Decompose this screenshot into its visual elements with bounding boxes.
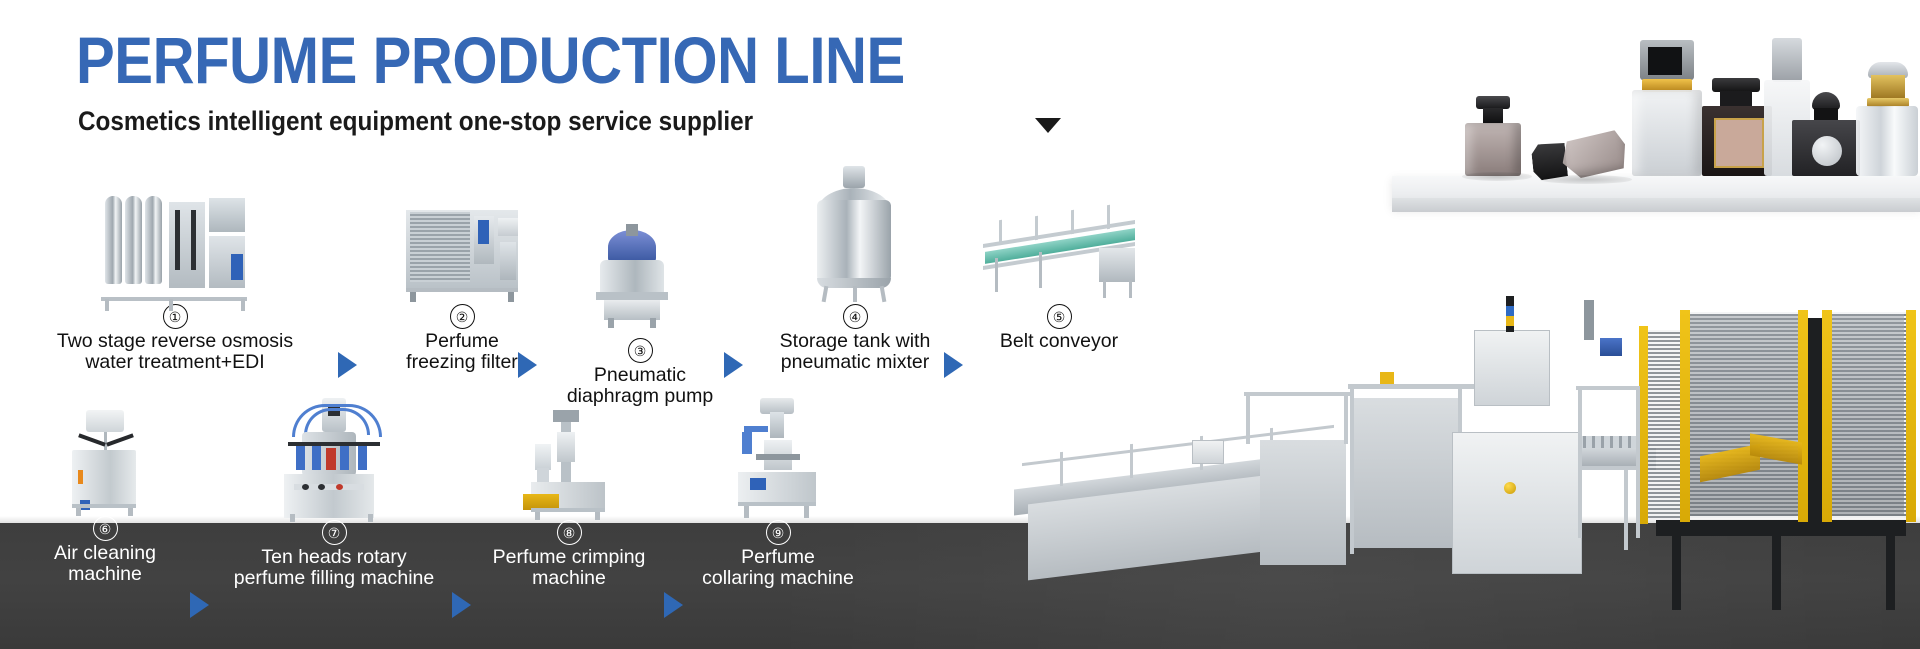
step-label: Perfume crimping machine — [492, 546, 646, 589]
cartoner-upright — [1350, 384, 1354, 554]
safety-cage-post — [1680, 310, 1690, 522]
robot-cell-leg — [1886, 534, 1895, 610]
flow-step-3: ③ Pneumatic diaphragm pump — [548, 196, 732, 407]
flow-arrow-right — [190, 592, 209, 618]
freezing-filter-unit — [392, 196, 532, 304]
step-number-badge: ① — [162, 304, 188, 329]
background-dark-band — [0, 523, 1920, 649]
bottle-shadow — [1462, 172, 1532, 181]
bottle-smoky-cube — [1462, 96, 1524, 176]
flow-step-5: ⑤ Belt conveyor — [964, 196, 1154, 352]
support-frame-upright — [1578, 388, 1582, 538]
step-number-badge: ⑥ — [92, 516, 118, 541]
step-label: Two stage reverse osmosis water treatmen… — [56, 330, 294, 373]
step-number-badge: ⑨ — [765, 520, 791, 545]
flow-step-8: ⑧ Perfume crimping machine — [474, 408, 664, 589]
safety-cage-post — [1639, 326, 1648, 524]
reverse-osmosis-unit — [75, 196, 275, 311]
stack-light-tower — [1506, 296, 1514, 332]
support-frame-upright — [1636, 388, 1640, 538]
cartoner-machine-body — [1350, 398, 1462, 548]
safety-cage-post — [1822, 310, 1832, 522]
mesh-panel-tint — [1832, 314, 1904, 516]
warning-beacon — [1380, 372, 1394, 384]
flow-step-7: ⑦ Ten heads rotary perfume filling machi… — [216, 398, 452, 589]
bottle-shadow — [1540, 175, 1632, 184]
flow-arrow-right — [944, 352, 963, 378]
flow-arrow-right — [452, 592, 471, 618]
flow-step-9: ⑨ Perfume collaring machine — [686, 398, 870, 589]
conveyor-leg — [1624, 470, 1628, 550]
storage-tank-mixer — [807, 166, 903, 304]
chevron-down-icon — [1035, 118, 1061, 133]
step-label: Air cleaning machine — [54, 542, 156, 585]
step-label: Ten heads rotary perfume filling machine — [233, 546, 435, 589]
bottle-clear-gold-collar — [1630, 40, 1702, 176]
step-label: Pneumatic diaphragm pump — [566, 364, 714, 407]
step-number-badge: ⑦ — [321, 520, 347, 545]
safety-cage-post — [1798, 310, 1808, 522]
step-number-badge: ⑧ — [556, 520, 582, 545]
page-title: PERFUME PRODUCTION LINE — [76, 23, 905, 97]
station-top-frame — [1244, 392, 1350, 396]
flow-arrow-right — [338, 352, 357, 378]
step-number-badge: ③ — [627, 338, 653, 363]
page-subtitle: Cosmetics intelligent equipment one-stop… — [78, 106, 754, 136]
step-label: Perfume collaring machine — [702, 546, 854, 589]
step-number-badge: ② — [449, 304, 475, 329]
floor-shadow — [0, 516, 1920, 526]
station-upright — [1344, 392, 1348, 444]
blue-drive-motor — [1600, 338, 1622, 356]
step-label: Perfume freezing filter — [406, 330, 518, 373]
cell-center-column — [1808, 318, 1824, 522]
flow-arrow-right — [724, 352, 743, 378]
flow-step-4: ④ Storage tank with pneumatic mixter — [752, 166, 958, 373]
electrical-control-cabinet — [1452, 432, 1582, 574]
flow-arrow-right — [518, 352, 537, 378]
overhead-pipe — [1584, 300, 1594, 340]
flow-step-6: ⑥ Air cleaning machine — [28, 408, 182, 585]
support-frame-rail — [1576, 386, 1640, 390]
sensor-box — [1192, 440, 1224, 464]
step-label: Belt conveyor — [999, 330, 1119, 352]
belt-conveyor — [979, 196, 1139, 304]
station-upright — [1246, 392, 1250, 444]
flow-step-2: ② Perfume freezing filter — [362, 196, 562, 373]
step-number-badge: ⑤ — [1046, 304, 1072, 329]
rotary-filling-machine — [278, 398, 390, 522]
step-number-badge: ④ — [842, 304, 868, 329]
robot-cell-leg — [1772, 534, 1781, 610]
robot-cell-leg — [1672, 534, 1681, 610]
packaging-station-cabinet — [1260, 440, 1346, 565]
air-cleaning-machine — [50, 408, 160, 516]
display-shelf-edge — [1392, 198, 1920, 212]
flow-arrow-right — [664, 592, 683, 618]
safety-mesh-panel — [1646, 330, 1686, 520]
emergency-stop-button — [1504, 482, 1516, 494]
bottle-black-gold-label — [1700, 78, 1774, 176]
crimping-machine — [521, 408, 617, 520]
diaphragm-pump — [594, 224, 686, 338]
safety-cage-post — [1906, 310, 1916, 522]
robot-cell-base-beam — [1656, 520, 1906, 536]
conveyor-guard-post — [1060, 451, 1063, 487]
bottle-textured-black-window — [1790, 92, 1862, 176]
mesh-panel-tint — [1690, 314, 1798, 516]
cartoner-top-rail — [1348, 384, 1476, 389]
upper-junction-box — [1474, 330, 1550, 406]
flow-step-1: ① Two stage reverse osmosis water treatm… — [40, 196, 310, 373]
step-label: Storage tank with pneumatic mixter — [779, 330, 931, 373]
bottle-crystal-crown — [1854, 62, 1920, 176]
collaring-machine — [730, 398, 826, 520]
